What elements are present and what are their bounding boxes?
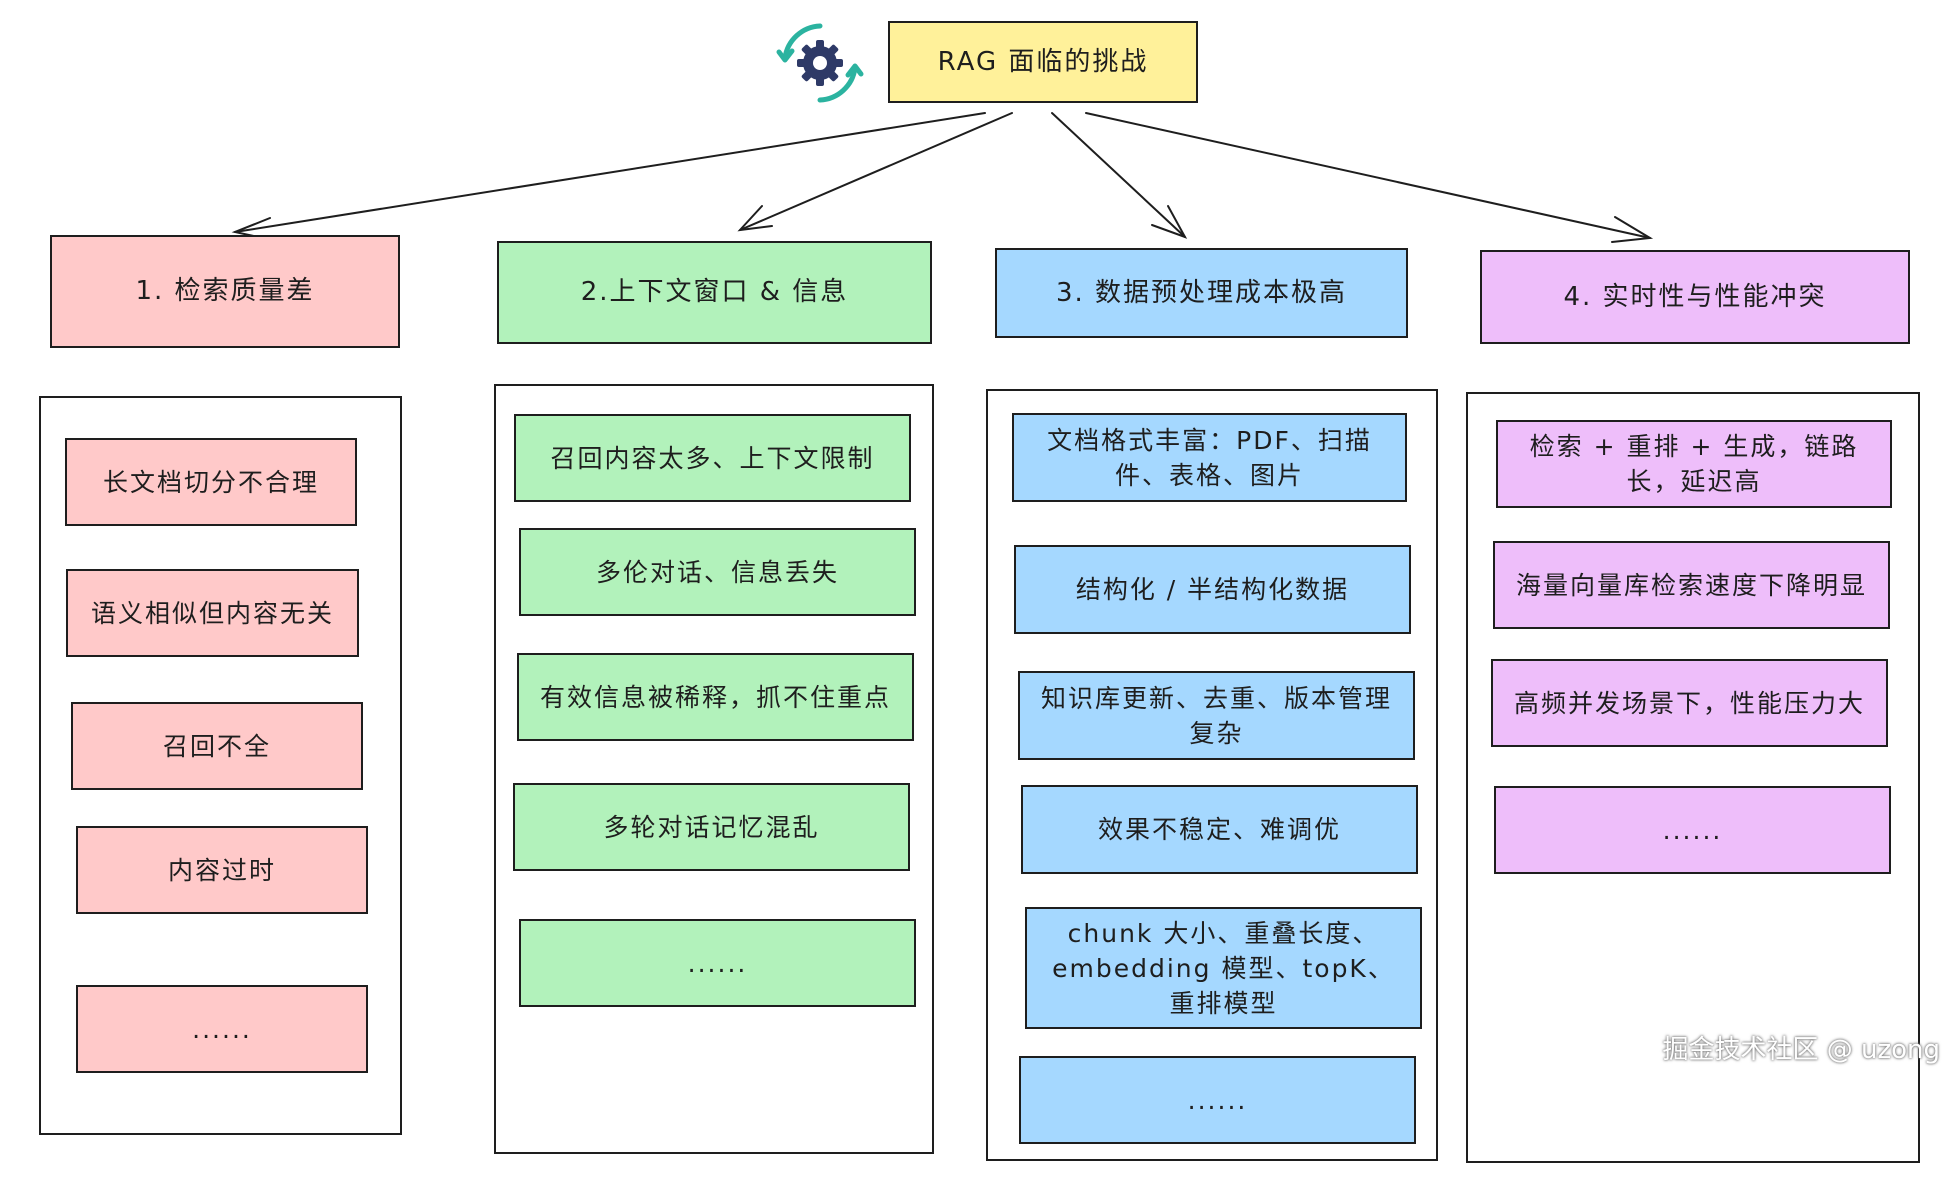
- column-2-item: 多伦对话、信息丢失: [519, 528, 916, 616]
- column-2-item: 召回内容太多、上下文限制: [514, 414, 911, 502]
- column-4-header: 4. 实时性与性能冲突: [1480, 250, 1910, 344]
- arrow-to-col2: [739, 112, 1013, 231]
- column-1-header: 1. 检索质量差: [50, 235, 400, 348]
- column-4-item: ......: [1494, 786, 1891, 874]
- column-3-item: ......: [1019, 1056, 1416, 1144]
- column-1-item: 长文档切分不合理: [65, 438, 357, 526]
- column-3-header: 3. 数据预处理成本极高: [995, 248, 1408, 338]
- column-1-item: ......: [76, 985, 368, 1073]
- column-4-panel: [1466, 392, 1920, 1163]
- arrowhead-col4: [1611, 216, 1654, 243]
- column-1-item: 内容过时: [76, 826, 368, 914]
- column-4-item: 海量向量库检索速度下降明显: [1493, 541, 1890, 629]
- column-1-item: 语义相似但内容无关: [66, 569, 359, 657]
- column-2-panel: [494, 384, 934, 1154]
- arrow-to-col3: [1051, 112, 1186, 238]
- arrowhead-col2: [737, 205, 773, 232]
- column-4-item: 高频并发场景下，性能压力大: [1491, 659, 1888, 747]
- column-4-item: 检索 + 重排 + 生成，链路长，延迟高: [1496, 420, 1892, 508]
- column-2-item: ......: [519, 919, 916, 1007]
- column-3-item: chunk 大小、重叠长度、embedding 模型、topK、重排模型: [1025, 907, 1422, 1029]
- arrowhead-col3: [1151, 205, 1188, 239]
- column-3-item: 结构化 / 半结构化数据: [1014, 545, 1411, 634]
- column-2-item: 有效信息被稀释，抓不住重点: [517, 653, 914, 741]
- column-1-item: 召回不全: [71, 702, 363, 790]
- column-1-panel: [39, 396, 402, 1135]
- arrow-to-col1: [234, 112, 986, 233]
- diagram-title: RAG 面临的挑战: [888, 21, 1198, 103]
- column-3-item: 效果不稳定、难调优: [1021, 785, 1418, 874]
- gear-sync-icon: [775, 18, 865, 108]
- column-2-header: 2.上下文窗口 & 信息: [497, 241, 932, 344]
- column-2-item: 多轮对话记忆混乱: [513, 783, 910, 871]
- column-3-item: 文档格式丰富：PDF、扫描件、表格、图片: [1012, 413, 1407, 502]
- column-3-panel: [986, 389, 1438, 1161]
- column-3-item: 知识库更新、去重、版本管理复杂: [1018, 671, 1415, 760]
- arrow-to-col4: [1085, 112, 1651, 239]
- watermark: 掘金技术社区 @ uzong: [1662, 1035, 1940, 1065]
